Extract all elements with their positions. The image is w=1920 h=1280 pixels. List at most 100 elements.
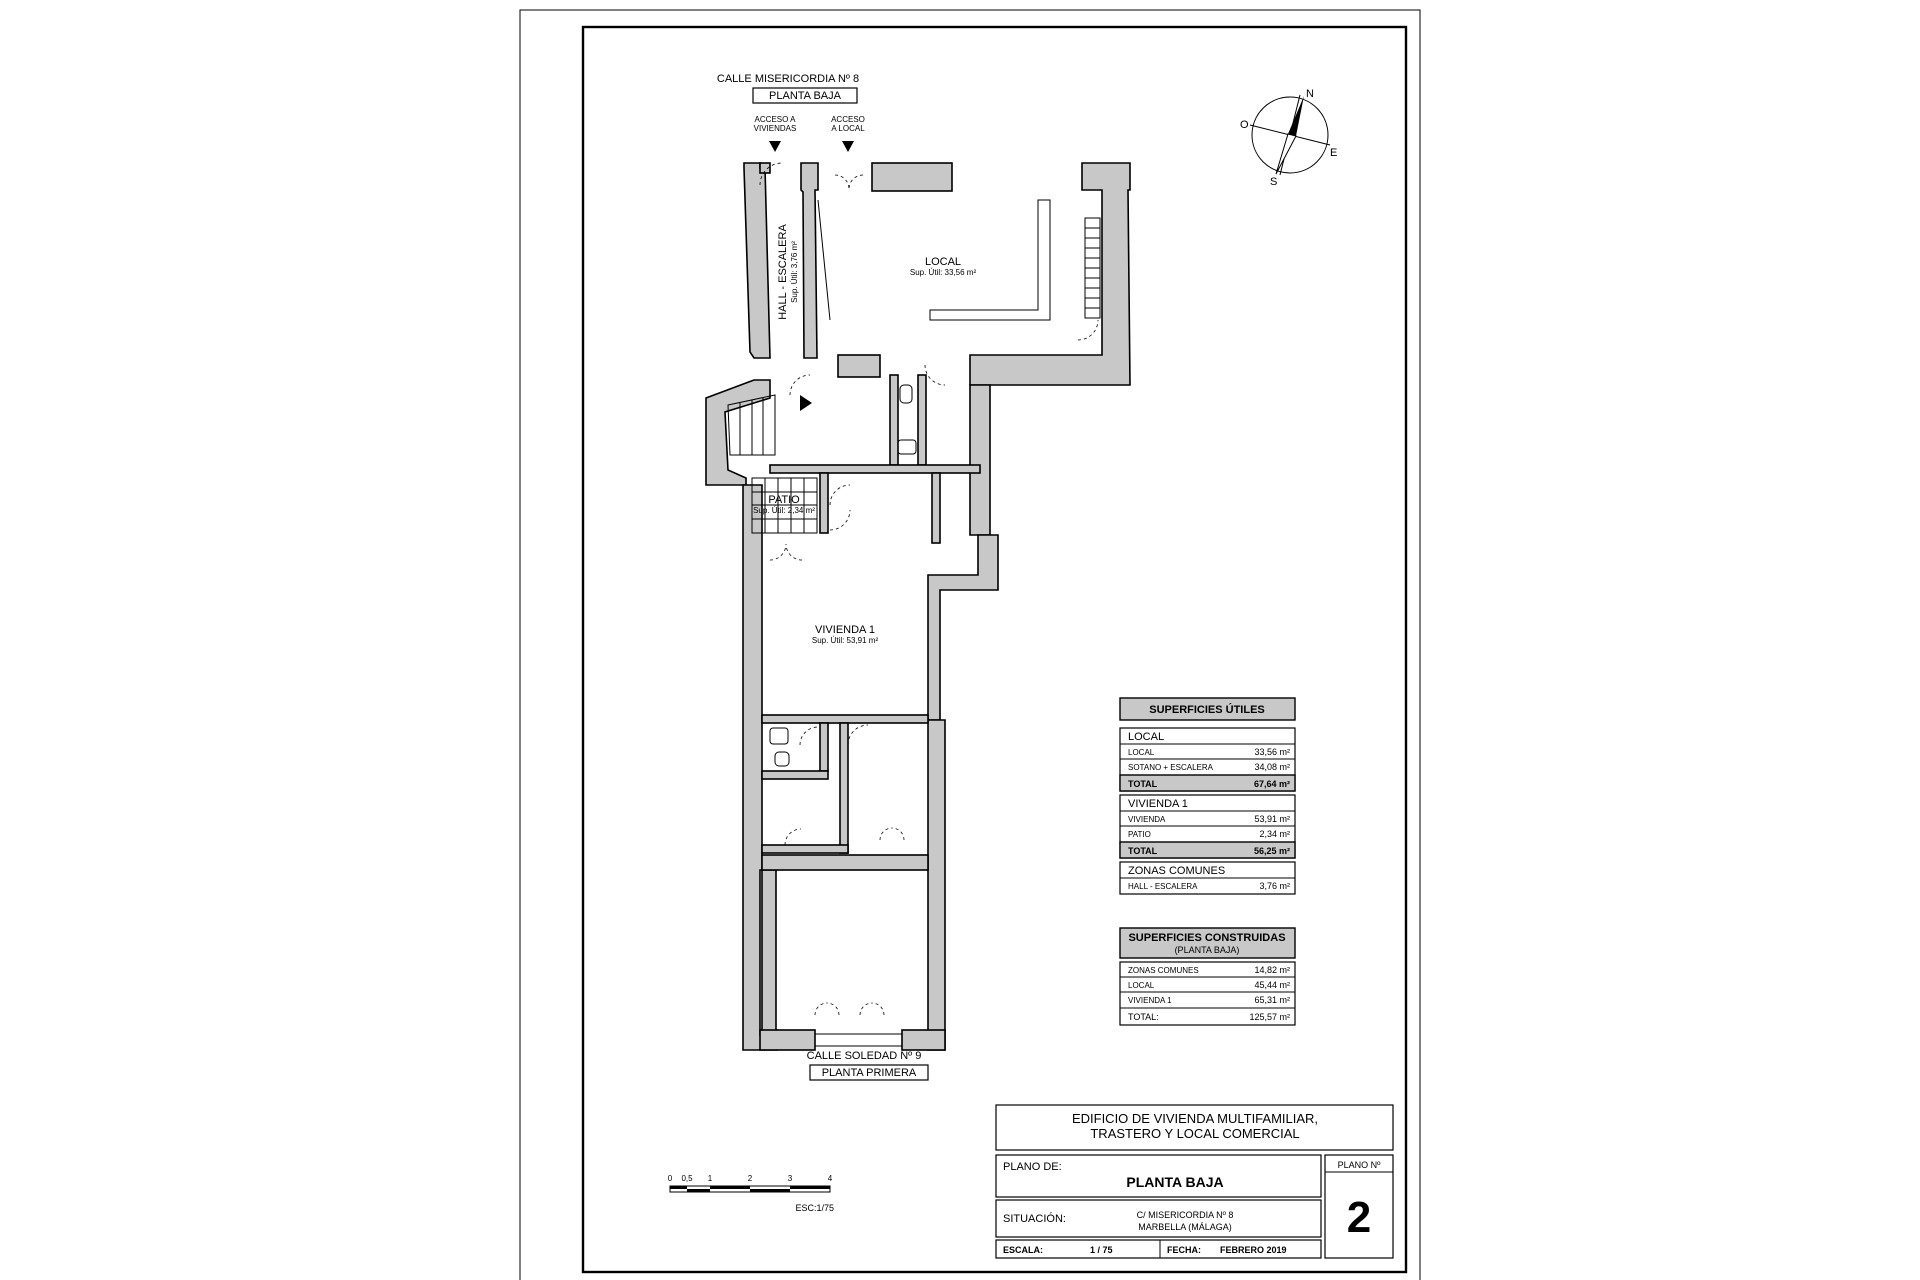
wall-wc-right bbox=[917, 374, 927, 466]
construidas-row-value: 14,82 m² bbox=[1254, 965, 1290, 975]
drawing-frame bbox=[581, 25, 1408, 1274]
construidas-total-value: 125,57 m² bbox=[1249, 1012, 1290, 1022]
wall-v-mid bbox=[931, 472, 941, 544]
wall-front-1 bbox=[759, 162, 771, 174]
escala-label: ESCALA: bbox=[1003, 1245, 1043, 1255]
wall-bath-right bbox=[819, 722, 829, 772]
utiles-row-label: PATIO bbox=[1128, 830, 1151, 839]
arrow-acceso-local bbox=[842, 141, 854, 152]
door-swing-patio-side bbox=[829, 484, 851, 531]
door-swing-local-stair bbox=[1077, 319, 1099, 341]
wall-vivienda-west bbox=[742, 484, 778, 1051]
acceso-local-2: A LOCAL bbox=[831, 124, 865, 133]
local-stair bbox=[1084, 217, 1101, 319]
fecha-label: FECHA: bbox=[1167, 1245, 1201, 1255]
compass-s: S bbox=[1270, 176, 1277, 188]
room-patio-name: PATIO bbox=[768, 494, 800, 506]
wall-east-2 bbox=[927, 534, 999, 721]
utiles-row-value: 3,76 m² bbox=[1259, 881, 1290, 891]
construidas-total-label: TOTAL: bbox=[1128, 1012, 1159, 1022]
wall-h-bed bbox=[761, 844, 849, 854]
local-counter bbox=[929, 199, 1051, 321]
superficies-construidas-table: SUPERFICIES CONSTRUIDAS (PLANTA BAJA) ZO… bbox=[1119, 927, 1296, 1026]
compass-n: N bbox=[1306, 88, 1314, 100]
room-hall-name: HALL - ESCALERA bbox=[777, 224, 789, 320]
utiles-group-local: LOCAL bbox=[1128, 731, 1164, 743]
wall-east-1 bbox=[969, 384, 991, 536]
utiles-title: SUPERFICIES ÚTILES bbox=[1149, 703, 1265, 716]
street-bottom: CALLE SOLEDAD Nº 9 bbox=[807, 1050, 922, 1062]
scale-bar: 0 0,5 1 2 3 4 ESC:1/75 bbox=[668, 1174, 834, 1213]
sink-wc bbox=[897, 439, 917, 455]
room-local-area: Sup. Útil: 33,56 m² bbox=[910, 268, 977, 277]
situacion-line2: MARBELLA (MÁLAGA) bbox=[1138, 1222, 1232, 1232]
utiles-row-value: 2,34 m² bbox=[1259, 829, 1290, 839]
room-local-name: LOCAL bbox=[925, 256, 961, 268]
compass-e: E bbox=[1330, 147, 1337, 159]
plano-no-label: PLANO Nº bbox=[1338, 1160, 1382, 1170]
room-hall-area: Sup. Útil: 3,76 m² bbox=[790, 241, 799, 303]
construidas-row-label: ZONAS COMUNES bbox=[1128, 966, 1199, 975]
wall-h-patio bbox=[769, 464, 981, 474]
door-swing-hall bbox=[789, 374, 811, 396]
door-swing-bath bbox=[799, 726, 819, 746]
door-swing-store bbox=[784, 828, 802, 846]
wall-hall-left bbox=[743, 162, 771, 359]
sink-bath bbox=[769, 727, 789, 745]
room-vivienda-name: VIVIENDA 1 bbox=[815, 624, 875, 636]
scale-tick: 3 bbox=[788, 1174, 793, 1183]
scale-tick: 2 bbox=[748, 1174, 753, 1183]
utiles-row-label: SOTANO + ESCALERA bbox=[1128, 763, 1214, 772]
situacion-label: SITUACIÓN: bbox=[1003, 1212, 1066, 1225]
local-wall-line bbox=[817, 199, 831, 321]
escala-value: 1 / 75 bbox=[1090, 1245, 1113, 1255]
utiles-row-value: 34,08 m² bbox=[1254, 762, 1290, 772]
utiles-total-label: TOTAL bbox=[1128, 779, 1158, 789]
utiles-row-value: 53,91 m² bbox=[1254, 814, 1290, 824]
floor-tag-top bbox=[752, 87, 858, 104]
door-swing-patio bbox=[769, 543, 803, 561]
scale-tick: 0 bbox=[668, 1174, 673, 1183]
compass-o: O bbox=[1240, 119, 1249, 131]
acceso-viviendas-2: VIVIENDAS bbox=[754, 124, 797, 133]
door-swing-bed bbox=[847, 724, 869, 746]
north-arrow-icon: N S E O bbox=[1240, 88, 1337, 188]
utiles-total-value: 56,25 m² bbox=[1254, 846, 1290, 856]
utiles-total-label: TOTAL bbox=[1128, 846, 1158, 856]
utiles-row-label: LOCAL bbox=[1128, 748, 1155, 757]
project-line2: TRASTERO Y LOCAL COMERCIAL bbox=[1090, 1126, 1299, 1141]
construidas-row-label: VIVIENDA 1 bbox=[1128, 996, 1172, 1005]
scale-tick: 4 bbox=[828, 1174, 833, 1183]
plano-de-value: PLANTA BAJA bbox=[1126, 1174, 1223, 1190]
door-swing-room bbox=[879, 827, 905, 841]
plano-de-label: PLANO DE: bbox=[1003, 1161, 1062, 1173]
construidas-row-value: 45,44 m² bbox=[1254, 980, 1290, 990]
wall-bath-bottom bbox=[761, 770, 829, 780]
utiles-row-label: VIVIENDA bbox=[1128, 815, 1166, 824]
scale-label: ESC:1/75 bbox=[795, 1203, 834, 1213]
fecha-value: FEBRERO 2019 bbox=[1220, 1245, 1287, 1255]
room-vivienda-area: Sup. Útil: 53,91 m² bbox=[812, 636, 879, 645]
door-swing-wc bbox=[924, 364, 946, 386]
door-swing-local-entry bbox=[834, 174, 864, 190]
wall-vivienda-east bbox=[927, 719, 946, 1051]
construidas-title: SUPERFICIES CONSTRUIDAS bbox=[1128, 932, 1285, 944]
hall-stair bbox=[727, 394, 812, 456]
wall-h-room bbox=[761, 854, 929, 871]
wall-hall-right bbox=[800, 162, 819, 359]
scale-tick: 0,5 bbox=[681, 1174, 693, 1183]
project-line1: EDIFICIO DE VIVIENDA MULTIFAMILIAR, bbox=[1072, 1111, 1318, 1126]
door-swing-vivienda-entry bbox=[759, 162, 783, 186]
superficies-utiles-table: SUPERFICIES ÚTILES LOCAL LOCAL 33,56 m² … bbox=[1119, 697, 1296, 895]
wall-bed-left bbox=[839, 722, 849, 854]
utiles-row-value: 33,56 m² bbox=[1254, 747, 1290, 757]
floor-plan bbox=[705, 141, 1131, 1051]
arrow-acceso-viviendas bbox=[769, 141, 781, 152]
construidas-subtitle: (PLANTA BAJA) bbox=[1175, 945, 1240, 955]
utiles-row-label: HALL - ESCALERA bbox=[1128, 882, 1198, 891]
wall-partition-a bbox=[837, 354, 881, 378]
floor-top: PLANTA BAJA bbox=[769, 90, 842, 102]
floor-bottom: PLANTA PRIMERA bbox=[822, 1067, 917, 1079]
wall-front-2 bbox=[871, 162, 953, 192]
